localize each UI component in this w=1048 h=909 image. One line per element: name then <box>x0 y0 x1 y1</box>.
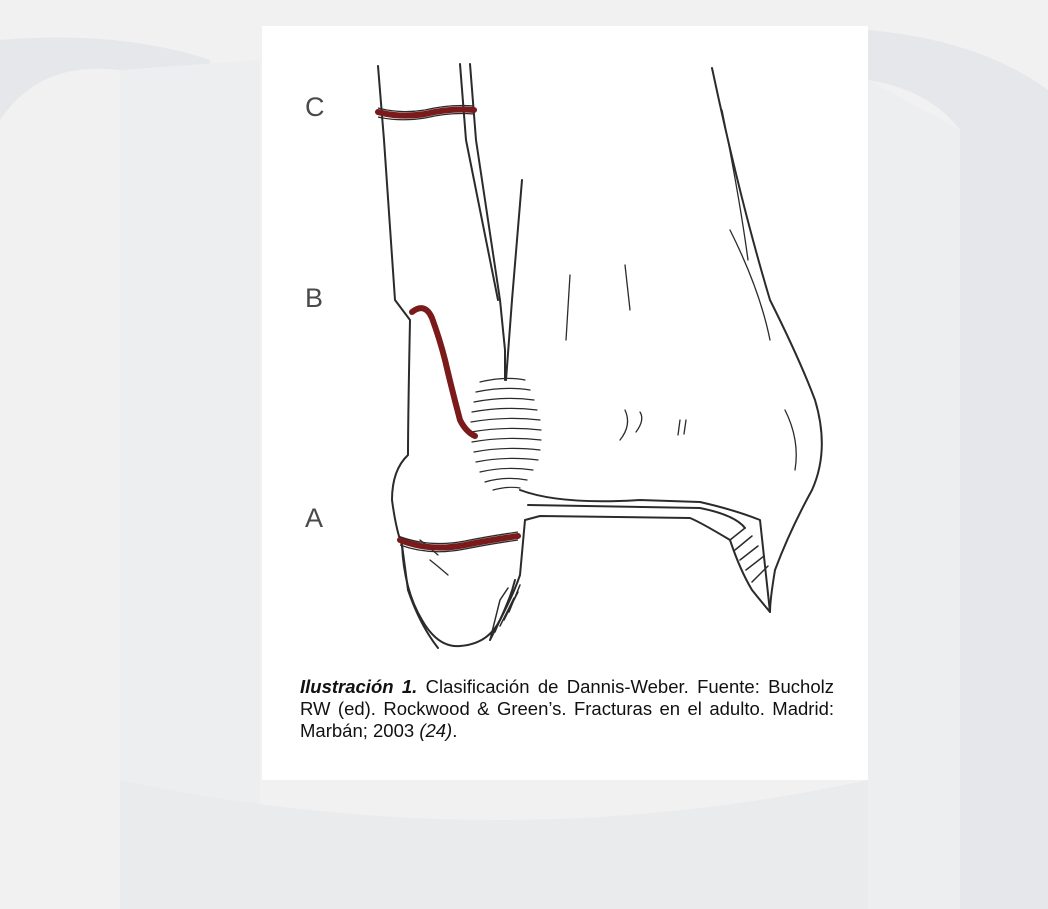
tibia-right-edge <box>712 68 822 612</box>
figure-caption: Ilustración 1. Clasificación de Dannis-W… <box>300 676 834 742</box>
fracture-label-b: B <box>305 283 323 314</box>
fracture-label-a: A <box>305 503 323 534</box>
fracture-line-b <box>412 308 475 436</box>
tibia-detail-6 <box>722 110 748 260</box>
tibia-detail-2 <box>625 265 630 310</box>
tibia-left-edge <box>506 180 522 380</box>
talus-hatching <box>490 585 520 640</box>
tibia-detail-7 <box>730 230 770 340</box>
tibia-detail-8 <box>785 410 796 470</box>
caption-end: . <box>452 720 457 741</box>
tibia-detail-1 <box>566 275 570 340</box>
caption-reference: (24) <box>419 720 452 741</box>
caption-lead: Ilustración 1. <box>300 676 417 697</box>
fibula-inner-line <box>460 64 498 300</box>
malleolus-tip <box>402 545 515 646</box>
tibia-detail-4 <box>636 412 642 432</box>
tibia-detail-5 <box>678 420 686 435</box>
fibula-left-edge <box>378 66 438 648</box>
tibia-detail-3 <box>620 410 628 440</box>
tibia-plafond <box>490 490 770 640</box>
fracture-label-c: C <box>305 92 325 123</box>
syndesmosis-ligament <box>471 378 541 490</box>
